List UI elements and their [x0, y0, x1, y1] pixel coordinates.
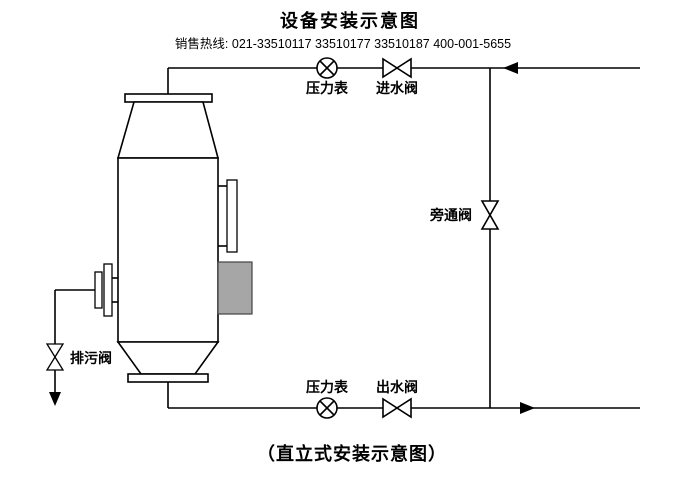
side-nozzle-flange-outer: [94, 271, 103, 309]
control-box: [217, 261, 253, 315]
bypass-valve-label: 旁通阀: [429, 207, 472, 223]
drain-line: [45, 289, 95, 406]
inlet-valve-label: 进水阀: [376, 80, 418, 96]
inlet-valve-icon: [382, 57, 412, 79]
pressure-gauge-bottom-icon: [316, 397, 338, 419]
inlet-flow-arrow-icon: [503, 62, 518, 74]
sales-hotline: 销售热线: 021-33510117 33510177 33510187 400…: [175, 36, 511, 51]
drain-flow-arrow-icon: [49, 392, 61, 406]
outlet-flow-arrow-icon: [520, 402, 535, 414]
vessel: [94, 93, 253, 383]
drain-valve-icon: [45, 343, 65, 371]
drain-valve-label: 排污阀: [70, 350, 112, 366]
diagram-caption: （直立式安装示意图）: [257, 443, 447, 464]
pressure-gauge-top-icon: [316, 57, 338, 79]
vessel-bottom-cone: [116, 341, 220, 375]
page-title: 设备安装示意图: [280, 10, 420, 31]
bypass-valve-icon: [480, 200, 500, 230]
vessel-top-flange: [124, 93, 213, 103]
pressure-gauge-bottom-label: 压力表: [306, 379, 349, 395]
outlet-valve-label: 出水阀: [376, 379, 418, 395]
side-nozzle-flange-inner: [103, 263, 113, 317]
vessel-top-cone: [116, 101, 220, 159]
vessel-body: [117, 157, 219, 343]
gauge-tube: [226, 179, 238, 253]
vessel-bottom-flange: [127, 373, 209, 383]
outlet-valve-icon: [382, 397, 412, 419]
pressure-gauge-top-label: 压力表: [306, 80, 349, 96]
